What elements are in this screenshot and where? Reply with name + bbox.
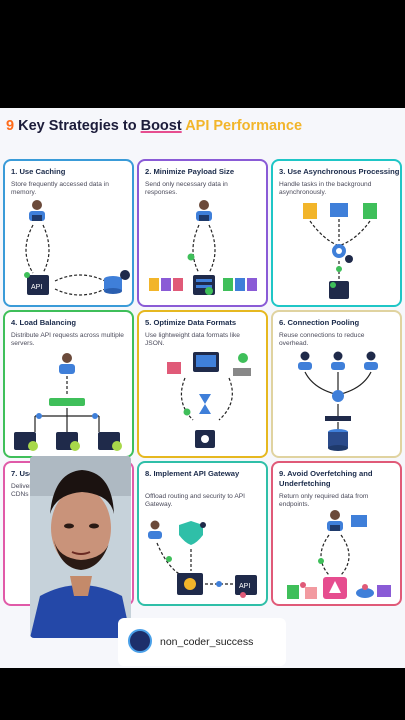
- poster-title: 9 Key Strategies to Boost API Performanc…: [6, 118, 302, 134]
- card-api-gateway: 8. Implement API Gateway Offload routing…: [137, 461, 268, 606]
- user-icon: [59, 353, 75, 374]
- pooling-illustration: [298, 351, 378, 451]
- server-icon: [195, 430, 215, 448]
- title-boost: Boost: [140, 118, 182, 134]
- card-description: Offload routing and security to API Gate…: [145, 493, 245, 508]
- server-icon: [56, 432, 80, 451]
- card-optimize-formats: 5. Optimize Data Formats Use lightweight…: [137, 310, 268, 458]
- card-use-caching: 1. Use Caching Store frequently accessed…: [3, 159, 134, 307]
- formats-illustration: [167, 352, 251, 448]
- card-title: 2. Minimize Payload Size: [145, 167, 235, 176]
- server-icon: [98, 432, 122, 451]
- gear-icon: [332, 244, 353, 263]
- payload-illustration: [149, 200, 257, 295]
- user-icon: [29, 200, 45, 221]
- card-description: Handle tasks in the background asynchron…: [279, 181, 372, 196]
- card-title: 3. Use Asynchronous Processing: [279, 167, 400, 176]
- hourglass-icon: [199, 394, 211, 414]
- user-icon: [364, 351, 378, 370]
- user-icon: [196, 200, 212, 221]
- card-minimize-payload: 2. Minimize Payload Size Send only neces…: [137, 159, 268, 307]
- user-icon: [148, 520, 162, 539]
- account-logo-icon: [128, 629, 152, 653]
- gateway-illustration: API: [148, 520, 257, 598]
- card-description: Use lightweight data formats like JSON.: [145, 332, 240, 347]
- server-icon: [329, 281, 349, 299]
- file-icons: [223, 278, 257, 291]
- title-text: Key Strategies to: [14, 118, 141, 134]
- user-icon: [327, 510, 343, 531]
- async-illustration: [303, 203, 377, 299]
- api-box-icon: [323, 577, 347, 599]
- file-icons: [149, 278, 183, 291]
- caching-illustration: API: [24, 200, 130, 296]
- svg-text:API: API: [239, 583, 250, 590]
- card-description: Reuse connections to reduce overhead.: [279, 332, 365, 347]
- user-icon: [331, 351, 345, 370]
- database-icon: [104, 270, 130, 294]
- presenter-image: [30, 456, 131, 638]
- card-description: Send only necessary data in responses.: [145, 181, 228, 196]
- svg-text:API: API: [31, 284, 42, 291]
- card-title: 1. Use Caching: [11, 167, 66, 176]
- database-icon: [328, 429, 348, 451]
- title-highlight: API Performance: [185, 118, 303, 134]
- api-box-icon: API: [24, 272, 49, 295]
- card-connection-pooling: 6. Connection Pooling Reuse connections …: [271, 310, 402, 458]
- presenter-video: [30, 456, 131, 638]
- card-title: 4. Load Balancing: [11, 318, 76, 327]
- card-load-balancing: 4. Load Balancing Distribute API request…: [3, 310, 134, 458]
- card-avoid-overfetching: 9. Avoid Overfetching and Underfetching …: [271, 461, 402, 606]
- load-balancing-illustration: [14, 353, 122, 451]
- card-description: Deliver CDNs: [11, 483, 32, 498]
- card-title: 8. Implement API Gateway: [145, 469, 240, 478]
- card-title: 6. Connection Pooling: [279, 318, 360, 327]
- account-handle[interactable]: non_coder_success: [160, 636, 254, 648]
- card-description: Return only required data from endpoints…: [279, 493, 369, 508]
- server-icon: [14, 432, 38, 451]
- card-title: 9. Avoid Overfetching and Underfetching: [279, 469, 373, 488]
- card-description: Store frequently accessed data in memory…: [11, 181, 109, 196]
- card-async-processing: 3. Use Asynchronous Processing Handle ta…: [271, 159, 402, 307]
- overfetching-illustration: [287, 510, 391, 599]
- card-title: 5. Optimize Data Formats: [145, 318, 237, 327]
- api-box-icon: API: [235, 575, 257, 598]
- user-icon: [298, 351, 312, 370]
- shield-icon: [179, 521, 206, 545]
- server-icon: [193, 275, 215, 295]
- gear-icon: [177, 573, 203, 595]
- cloud-icon: [356, 584, 374, 598]
- card-description: Distribute API requests across multiple …: [11, 332, 124, 347]
- title-number: 9: [6, 118, 15, 134]
